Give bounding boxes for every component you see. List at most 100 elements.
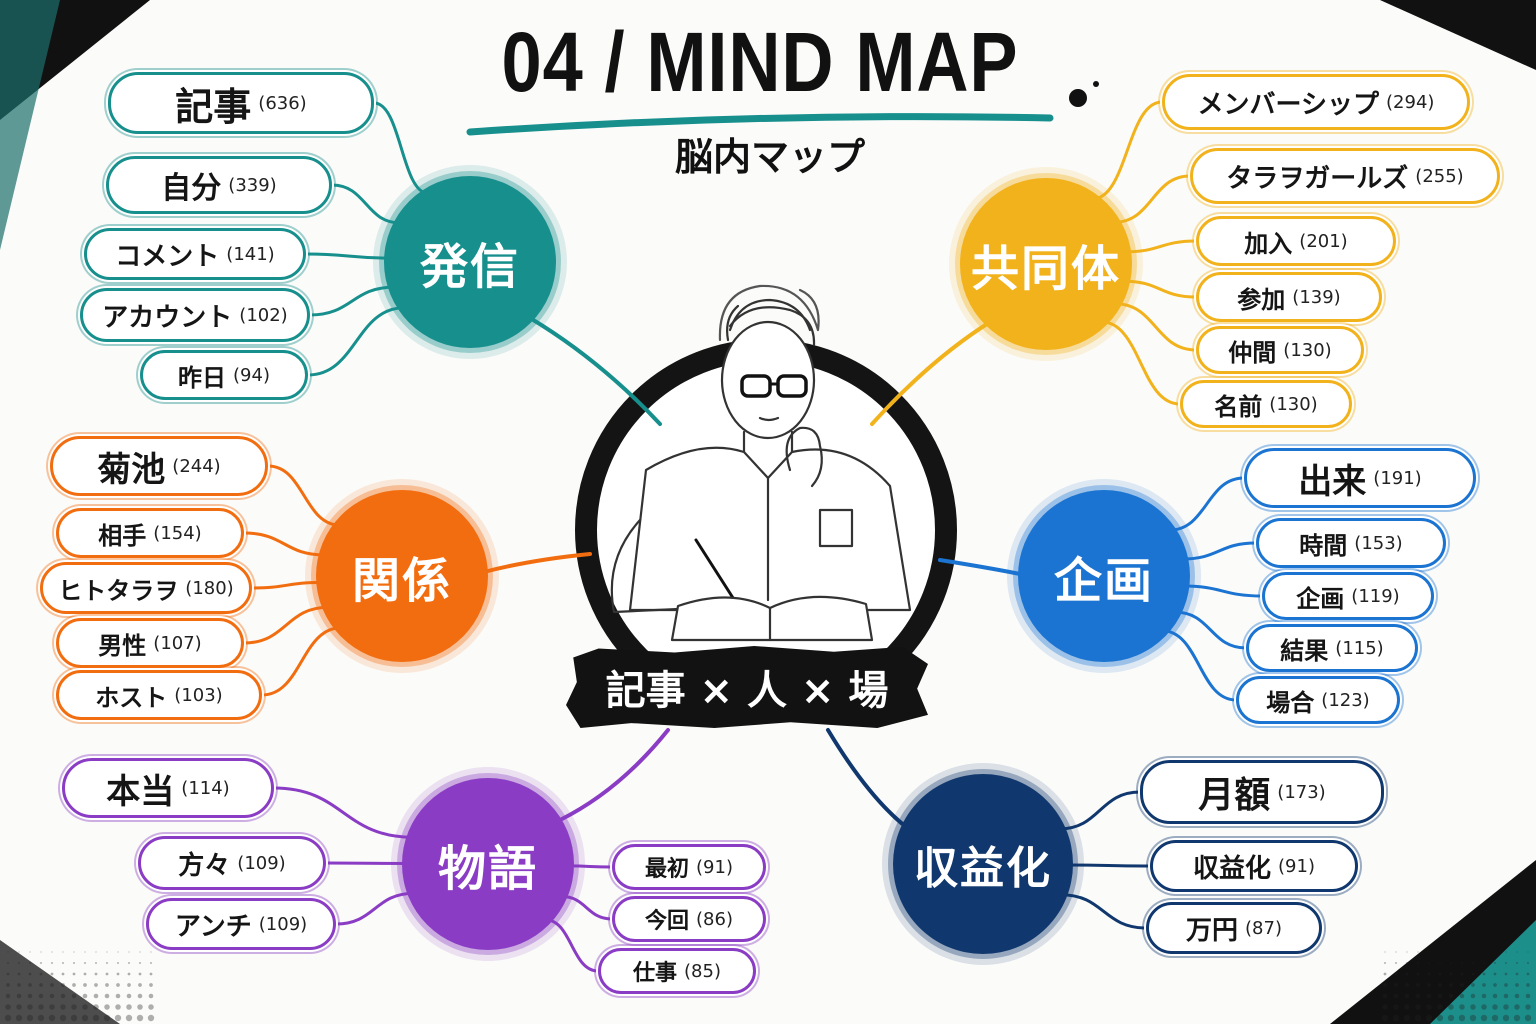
branch-monogatari-3 [567, 864, 613, 869]
node-kankei-1[interactable]: 相手 (154) [56, 508, 244, 558]
node-monogatari-4[interactable]: 今回 (86) [612, 896, 766, 942]
branch-kikaku-0 [1169, 476, 1245, 532]
node-label: 仕事 [633, 961, 678, 986]
branch-monogatari-2 [335, 891, 414, 926]
node-kankei-3[interactable]: 男性(107) [56, 618, 244, 668]
node-count: (115) [1335, 637, 1384, 659]
node-label: 加入 [1244, 229, 1293, 258]
node-count: (123) [1321, 689, 1370, 711]
hub-kikaku[interactable]: 企画 [1018, 490, 1190, 662]
node-shuekika-0[interactable]: 月額(173) [1140, 760, 1384, 824]
node-hassin-1[interactable]: 自分(339) [106, 156, 332, 214]
node-label: ホスト [95, 683, 168, 712]
hub-connector-hassin [528, 316, 662, 426]
node-kikaku-4[interactable]: 場合 (123) [1236, 676, 1400, 724]
node-label: 結果 [1280, 636, 1329, 665]
node-count: (94) [233, 364, 270, 386]
node-count: (154) [153, 522, 202, 544]
hub-connector-kikaku [938, 558, 1022, 576]
branch-kyodotai-2 [1125, 239, 1197, 254]
node-kyodotai-2[interactable]: 加入 (201) [1196, 216, 1396, 266]
branch-hassin-0 [373, 101, 429, 196]
node-count: (87) [1245, 917, 1282, 939]
branch-kikaku-1 [1182, 541, 1257, 561]
branch-shuekika-0 [1059, 790, 1141, 831]
node-monogatari-5[interactable]: 仕事(85) [598, 948, 756, 994]
node-count: (86) [696, 908, 733, 930]
node-hassin-3[interactable]: アカウント (102) [80, 288, 310, 342]
hub-shuekika[interactable]: 収益化 [893, 774, 1073, 954]
node-label: 今回 [645, 909, 690, 934]
node-label: アカウント [102, 302, 233, 333]
node-label: 方々 [178, 850, 231, 881]
corner-slash-decoration [1430, 920, 1536, 1024]
node-label: 万円 [1186, 915, 1239, 946]
branch-kankei-2 [251, 580, 323, 590]
node-count: (130) [1269, 393, 1318, 415]
branch-monogatari-4 [561, 894, 613, 921]
node-count: (109) [258, 913, 308, 935]
node-kyodotai-0[interactable]: メンバーシップ(294) [1162, 74, 1470, 130]
branch-kyodotai-5 [1101, 320, 1181, 406]
node-kyodotai-1[interactable]: タラヲガールズ(255) [1190, 148, 1500, 204]
branch-shuekika-1 [1066, 863, 1151, 868]
node-kyodotai-3[interactable]: 参加(139) [1196, 272, 1382, 322]
branch-monogatari-0 [273, 786, 413, 839]
corner-slash-decoration [0, 940, 120, 1024]
node-monogatari-2[interactable]: アンチ(109) [146, 898, 336, 950]
hub-connector-kyodotai [870, 320, 992, 426]
node-count: (91) [1278, 855, 1315, 877]
node-monogatari-3[interactable]: 最初(91) [612, 844, 766, 890]
node-count: (114) [181, 777, 230, 799]
hub-hassin[interactable]: 発信 [384, 176, 556, 348]
branch-kyodotai-0 [1092, 100, 1163, 201]
node-count: (102) [239, 304, 288, 326]
hub-kyodotai[interactable]: 共同体 [960, 178, 1132, 350]
node-monogatari-0[interactable]: 本当(114) [62, 758, 274, 818]
node-label: 収益化 [1193, 853, 1272, 884]
node-monogatari-1[interactable]: 方々(109) [138, 836, 326, 890]
corner-slash-decoration [0, 0, 60, 250]
branch-kyodotai-4 [1115, 302, 1197, 352]
node-hassin-0[interactable]: 記事(636) [108, 72, 374, 134]
ink-splash-icon [1069, 89, 1087, 107]
node-count: (339) [228, 174, 277, 196]
node-label: 昨日 [178, 363, 227, 392]
node-label: 場合 [1266, 688, 1315, 717]
node-kikaku-3[interactable]: 結果 (115) [1246, 624, 1418, 672]
node-count: (201) [1299, 230, 1348, 252]
branch-monogatari-5 [545, 918, 599, 973]
node-shuekika-2[interactable]: 万円 (87) [1146, 902, 1322, 954]
node-count: (244) [172, 455, 221, 477]
branch-kyodotai-3 [1124, 279, 1197, 299]
node-kikaku-2[interactable]: 企画(119) [1262, 572, 1434, 620]
node-hassin-4[interactable]: 昨日 (94) [140, 350, 308, 400]
node-label: 企画 [1296, 584, 1345, 613]
branch-kyodotai-1 [1114, 174, 1191, 224]
node-hassin-2[interactable]: コメント(141) [84, 228, 306, 280]
node-label: 相手 [98, 521, 147, 550]
node-label: 菊池 [97, 449, 166, 490]
node-kikaku-1[interactable]: 時間(153) [1256, 518, 1446, 568]
hub-connector-kankei [482, 552, 592, 574]
node-label: 出来 [1298, 461, 1367, 502]
node-kyodotai-4[interactable]: 仲間(130) [1196, 326, 1364, 374]
node-count: (255) [1415, 165, 1464, 187]
branch-kikaku-2 [1183, 584, 1263, 598]
node-shuekika-1[interactable]: 収益化 (91) [1150, 840, 1358, 892]
hub-kankei[interactable]: 関係 [316, 490, 488, 662]
branch-hassin-3 [309, 285, 395, 317]
node-kyodotai-5[interactable]: 名前 (130) [1180, 380, 1352, 428]
node-kankei-4[interactable]: ホスト(103) [56, 670, 262, 720]
node-label: 名前 [1214, 392, 1263, 421]
node-label: 参加 [1237, 285, 1286, 314]
node-count: (636) [258, 92, 307, 114]
node-kankei-0[interactable]: 菊池 (244) [50, 436, 268, 496]
hub-monogatari[interactable]: 物語 [402, 778, 574, 950]
node-kikaku-0[interactable]: 出来(191) [1244, 448, 1476, 508]
node-kankei-2[interactable]: ヒトタラヲ(180) [40, 562, 252, 614]
node-count: (130) [1283, 339, 1332, 361]
hub-connector-monogatari [558, 728, 670, 822]
